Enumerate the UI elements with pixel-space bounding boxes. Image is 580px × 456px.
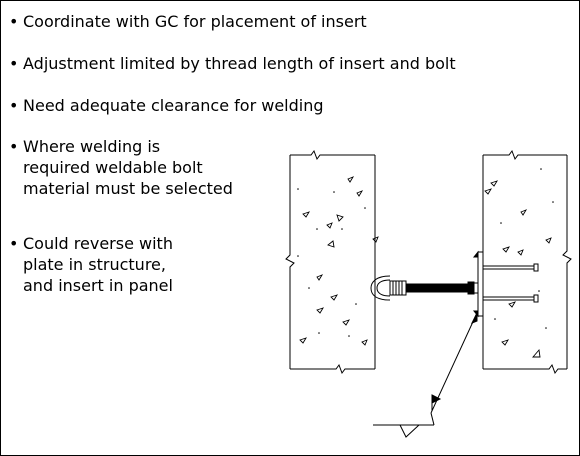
headed-studs <box>482 263 539 303</box>
bullet-item: • Adjustment limited by thread length of… <box>9 53 456 74</box>
bullet-marker: • <box>9 234 19 253</box>
bullet-text: Adjustment limited by thread length of i… <box>23 54 456 73</box>
bullet-item: • Could reverse with plate in structure,… <box>9 233 173 296</box>
left-concrete-panel <box>285 149 379 375</box>
bullet-text: Could reverse with plate in structure, a… <box>23 234 173 295</box>
bullet-text: Where welding is required weldable bolt … <box>23 137 233 198</box>
bullet-text: Coordinate with GC for placement of inse… <box>23 12 367 31</box>
bullet-text: Need adequate clearance for welding <box>23 96 324 115</box>
bullet-marker: • <box>9 54 19 73</box>
bullet-item: • Need adequate clearance for welding <box>9 95 324 116</box>
weld-symbol-leader <box>373 312 478 438</box>
threaded-bolt <box>405 281 479 295</box>
bullet-marker: • <box>9 96 19 115</box>
bullet-marker: • <box>9 137 19 156</box>
bullet-item: • Coordinate with GC for placement of in… <box>9 11 367 32</box>
right-concrete-structure <box>482 149 572 375</box>
bullet-marker: • <box>9 12 19 31</box>
bullet-item: • Where welding is required weldable bol… <box>9 136 233 199</box>
insert-loop <box>370 275 407 301</box>
weld-plate <box>472 250 484 318</box>
